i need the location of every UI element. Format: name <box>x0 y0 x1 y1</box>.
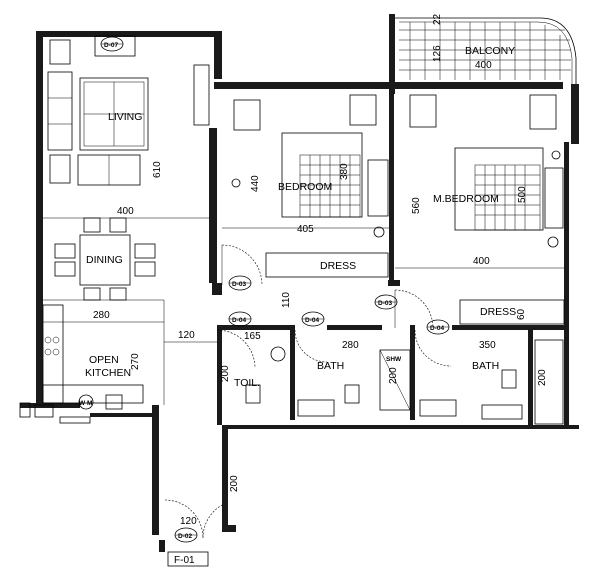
furniture <box>44 35 564 425</box>
dim-500: 500 <box>517 186 528 203</box>
door-tag-2-label: D-03 <box>232 281 246 288</box>
dim-120: 120 <box>178 330 195 341</box>
door-tag-4: D-04 <box>301 311 325 327</box>
entry-marker: F-01 <box>167 551 209 567</box>
room-label-dining: DINING <box>86 254 123 266</box>
dim-400-mbed: 400 <box>473 256 490 267</box>
room-label-dress-1: DRESS <box>320 260 356 272</box>
room-labels: BALCONY LIVING BEDROOM M.BEDROOM DINING … <box>79 45 516 407</box>
dim-440: 440 <box>250 175 261 192</box>
door-tag-5: D-03 <box>374 294 398 310</box>
room-label-toilet: TOIL. <box>234 377 260 389</box>
room-label-living: LIVING <box>108 111 142 123</box>
door-tag-3: D-04 <box>228 311 252 327</box>
living-rug <box>79 77 149 151</box>
door-swings <box>164 244 452 539</box>
dim-400-balcony: 400 <box>475 60 492 71</box>
walls <box>20 14 579 552</box>
dim-610: 610 <box>152 161 163 178</box>
ceiling-symbols <box>231 150 561 248</box>
room-label-balcony: BALCONY <box>465 45 515 57</box>
door-tag-4-label: D-04 <box>305 317 319 324</box>
dim-560: 560 <box>411 197 422 214</box>
door-tag-7-label: D-02 <box>178 533 192 540</box>
door-tag-2: D-03 <box>228 275 252 291</box>
bedroom-bed <box>281 132 389 218</box>
dim-280-bath: 280 <box>342 340 359 351</box>
dim-280-kitchen: 280 <box>93 310 110 321</box>
dim-380: 380 <box>339 163 350 180</box>
dimension-lines <box>43 217 564 343</box>
room-label-dress-2: DRESS <box>480 306 516 318</box>
room-label-master-bedroom: M.BEDROOM <box>433 193 499 205</box>
room-label-shower: SHW <box>386 356 402 363</box>
door-tag-1: D-07 <box>100 36 124 52</box>
door-tag-7: D-02 <box>174 527 198 543</box>
armchair <box>49 154 71 184</box>
dim-405: 405 <box>297 224 314 235</box>
tv-unit <box>94 35 136 57</box>
door-tag-3-label: D-04 <box>232 317 246 324</box>
dim-60: 60 <box>516 308 527 320</box>
sofa-left <box>47 71 73 151</box>
dim-200-toilet: 200 <box>220 365 231 382</box>
master-bed <box>454 147 564 231</box>
dim-165: 165 <box>244 331 261 342</box>
dim-22: 22 <box>432 13 443 25</box>
dim-120-entry: 120 <box>180 516 197 527</box>
dim-110: 110 <box>281 292 292 308</box>
room-label-kitchen-line2: KITCHEN <box>85 367 131 379</box>
dim-350: 350 <box>479 340 496 351</box>
door-tag-6: D-04 <box>426 319 450 335</box>
dim-270: 270 <box>130 353 141 370</box>
partition-lines <box>19 17 577 424</box>
dim-200-shower: 200 <box>388 367 399 384</box>
door-tag-1-label: D-07 <box>104 42 118 49</box>
entry-label: F-01 <box>174 555 195 566</box>
room-label-bath-1: BATH <box>317 360 344 372</box>
door-tags: D-07 D-03 D-04 D-04 D-03 D-04 D-02 <box>100 36 450 543</box>
dim-200-corridor: 200 <box>229 475 240 492</box>
dim-126: 126 <box>432 45 443 62</box>
room-label-bath-2: BATH <box>472 360 499 372</box>
room-label-bedroom: BEDROOM <box>278 181 332 193</box>
door-tag-6-label: D-04 <box>430 325 444 332</box>
dim-200-bath2: 200 <box>537 369 548 386</box>
dimension-labels: 22 126 400 610 440 380 560 500 400 405 4… <box>93 13 548 527</box>
dining-table <box>54 217 156 301</box>
door-tag-5-label: D-03 <box>378 300 392 307</box>
room-label-kitchen-line1: OPEN <box>89 354 119 366</box>
washer-label: W M <box>79 400 92 407</box>
dim-400-living: 400 <box>117 206 134 217</box>
